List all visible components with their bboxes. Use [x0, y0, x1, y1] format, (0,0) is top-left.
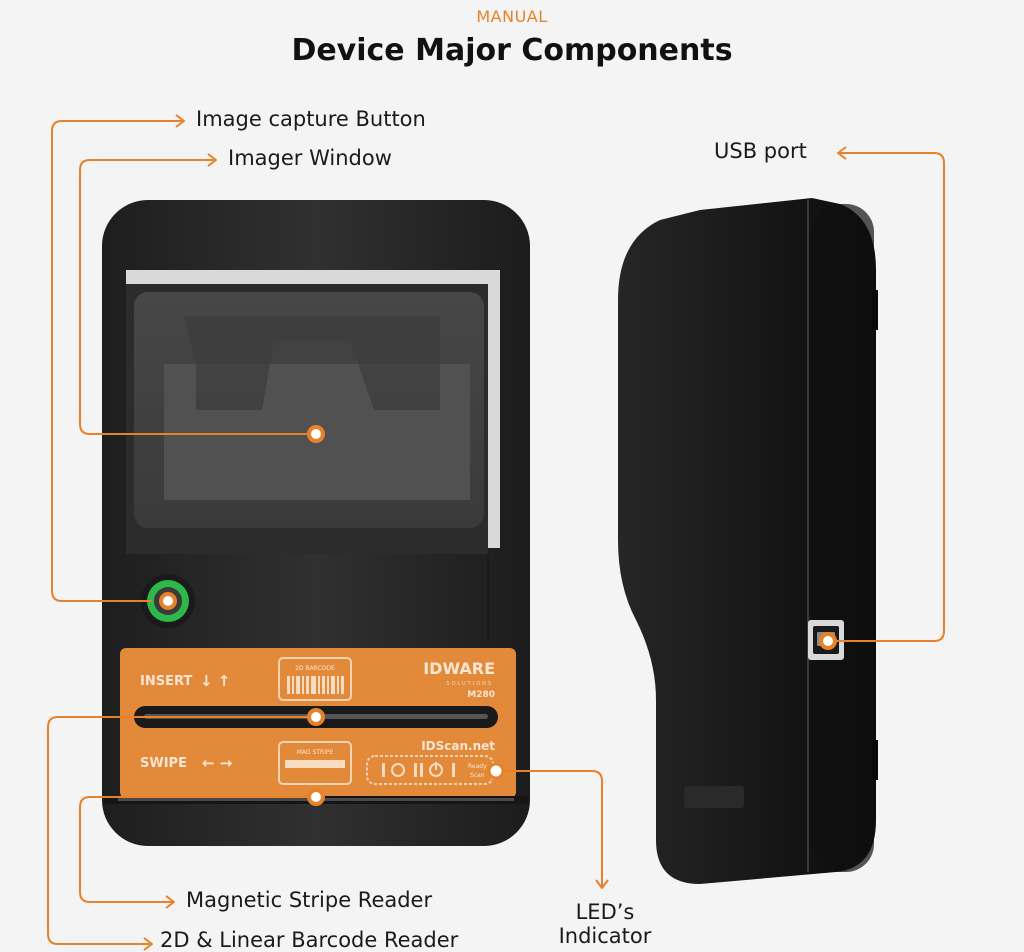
magstripe-bar-icon: [285, 760, 345, 768]
callout-line-barcode-reader: [47, 716, 310, 945]
led-indicator-box: [366, 755, 494, 785]
magstripe-tag-text: MAG STRIPE: [297, 749, 334, 756]
side-device: [618, 198, 878, 884]
insert-label: INSERT: [140, 674, 192, 689]
label-led-line1: LED’s: [575, 900, 635, 924]
callout-line-led: [502, 770, 603, 886]
swipe-label: SWIPE: [140, 756, 187, 771]
label-imager-window: Imager Window: [228, 146, 392, 170]
target-imager-window: [307, 425, 325, 443]
target-led: [487, 762, 505, 780]
label-barcode-reader: 2D & Linear Barcode Reader: [160, 928, 459, 952]
callout-line-usb-port: [836, 152, 945, 642]
barcode-tag-box: [278, 657, 352, 701]
led-scan-text: Scan: [470, 772, 485, 779]
brand-sub-text: SOLUTIONS: [446, 681, 493, 687]
card-holder-top: [184, 316, 440, 364]
target-usb-port: [819, 632, 837, 650]
insert-arrows-icon: ↓ ↑: [200, 672, 230, 690]
label-led-indicator: LED’s Indicator: [546, 900, 664, 948]
label-image-capture-button: Image capture Button: [196, 107, 426, 131]
swipe-arrows-icon: ← →: [202, 754, 232, 772]
callout-line-capture-button: [51, 120, 182, 602]
target-capture-button: [159, 592, 177, 610]
side-slot: [684, 786, 744, 808]
barcode-tag-text: 2D BARCODE: [295, 665, 335, 672]
barcode-pattern-icon: [287, 676, 344, 694]
target-bottom-slot: [307, 788, 325, 806]
target-card-slot: [307, 708, 325, 726]
model-text: M280: [467, 690, 495, 700]
callout-line-imager-window: [79, 159, 308, 435]
front-device: ↓ ↑ ← →: [102, 200, 530, 846]
label-magnetic-stripe-reader: Magnetic Stripe Reader: [186, 888, 433, 912]
led-ready-text: Ready: [468, 763, 487, 770]
card-holder: [164, 340, 470, 500]
callout-targets: [159, 425, 837, 806]
brand-logo-text: IDWARE: [423, 659, 495, 678]
callout-line-magstripe: [79, 796, 310, 903]
led-capture-icon: [391, 763, 405, 777]
website-text: IDScan.net: [421, 739, 495, 753]
page-title: Device Major Components: [291, 33, 733, 68]
callout-lines: [47, 114, 945, 951]
side-body: [618, 198, 876, 884]
manual-kicker: MANUAL: [476, 7, 548, 26]
magstripe-tag-box: [278, 741, 352, 785]
label-led-line2: Indicator: [558, 924, 652, 949]
label-usb-port: USB port: [714, 139, 807, 163]
